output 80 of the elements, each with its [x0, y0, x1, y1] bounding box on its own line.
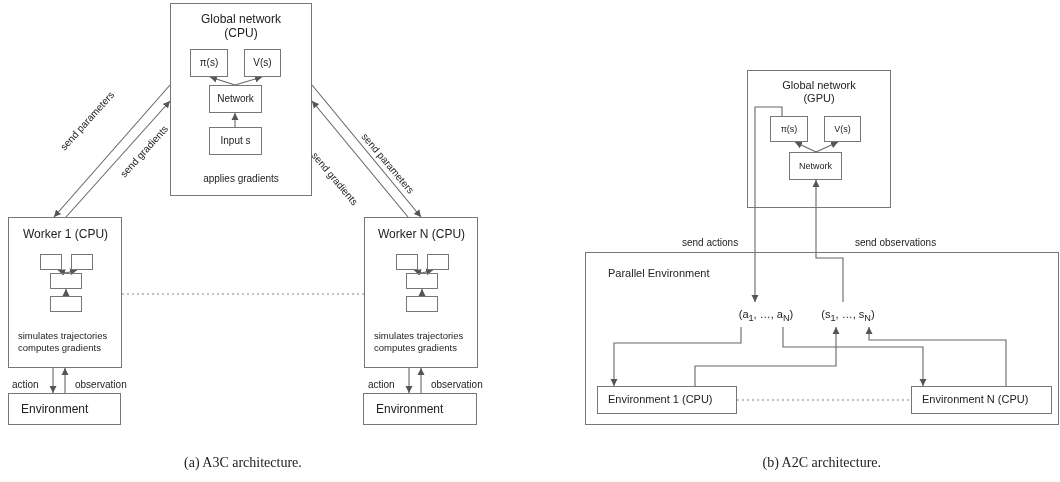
arrow	[405, 367, 413, 394]
arrow	[209, 75, 236, 86]
node-title: Network	[217, 93, 254, 105]
node-title: Worker 1 (CPU)	[22, 227, 109, 242]
node-title: Environment	[376, 401, 444, 417]
node-title: Environment N (CPU)	[922, 393, 1029, 407]
mini-box	[406, 273, 438, 289]
node-title: Environment	[21, 401, 89, 417]
node-title: Parallel Environment	[608, 267, 710, 281]
output-box	[244, 49, 281, 77]
edge-label: send observations	[855, 237, 937, 248]
arrow	[865, 326, 1007, 387]
arrow	[418, 288, 426, 297]
arrow	[57, 269, 67, 276]
node-title: π(s)	[780, 123, 798, 135]
node-title: π(s)	[199, 57, 219, 69]
arrow	[65, 268, 78, 276]
arrow	[61, 367, 69, 394]
environment-box	[363, 393, 477, 425]
arrow	[751, 106, 783, 303]
arrow	[231, 112, 239, 128]
arrow	[49, 367, 57, 394]
arrow	[311, 100, 409, 218]
environment-box	[597, 386, 737, 414]
node-title: Input s	[220, 135, 251, 147]
network-box	[209, 85, 262, 113]
environment-box	[911, 386, 1052, 414]
node-text: applies gradients	[203, 173, 279, 185]
dotted-line	[121, 293, 365, 295]
tuple-text: (a$_{1}$, …, a$_{N}$)	[732, 302, 800, 327]
arrow	[794, 141, 817, 153]
arrow	[234, 75, 263, 86]
node-title: Global network (CPU)	[199, 12, 282, 41]
arrow	[812, 179, 844, 303]
arrow	[815, 141, 839, 153]
mini-box	[427, 254, 449, 270]
edge-label: action	[368, 379, 395, 390]
output-box	[770, 116, 808, 142]
arrow	[782, 326, 927, 387]
worker-box	[8, 217, 122, 368]
component-box	[747, 70, 891, 208]
arrow	[610, 326, 742, 387]
arrow	[65, 100, 171, 218]
network-box	[789, 152, 842, 180]
arrow	[53, 84, 171, 218]
node-text: simulates trajectories computes gradients	[374, 330, 465, 353]
arrow	[311, 84, 422, 218]
edge-label: observation	[75, 379, 127, 390]
arrow	[417, 367, 425, 394]
input-box	[209, 127, 262, 155]
environment-box	[8, 393, 121, 425]
mini-box	[40, 254, 62, 270]
node-text: simulates trajectories computes gradients	[18, 330, 109, 353]
mini-box	[406, 296, 438, 312]
output-box	[824, 116, 861, 142]
component-box	[170, 3, 312, 196]
caption: (b) A2C architecture.	[762, 455, 882, 471]
node-title: V(s)	[834, 123, 851, 135]
arrow	[421, 268, 434, 276]
node-title: Global network (GPU)	[781, 79, 857, 106]
edge-label: observation	[431, 379, 483, 390]
worker-box	[364, 217, 478, 368]
node-title: V(s)	[253, 57, 272, 69]
mini-box	[50, 273, 82, 289]
caption: (a) A3C architecture.	[184, 455, 302, 471]
tuple-text: (s$_{1}$, …, s$_{N}$)	[814, 302, 882, 327]
arrow	[694, 326, 840, 387]
edge-label: action	[12, 379, 39, 390]
node-title: Environment 1 (CPU)	[608, 393, 713, 407]
dotted-line	[736, 399, 912, 401]
mini-box	[396, 254, 418, 270]
node-title: Network	[799, 160, 832, 172]
arrow	[62, 288, 70, 297]
mini-box	[50, 296, 82, 312]
output-box	[190, 49, 228, 77]
group-box	[585, 252, 1059, 425]
arrow	[413, 269, 423, 276]
node-title: Worker N (CPU)	[377, 227, 466, 242]
edge-label: send actions	[682, 237, 739, 248]
mini-box	[71, 254, 93, 270]
